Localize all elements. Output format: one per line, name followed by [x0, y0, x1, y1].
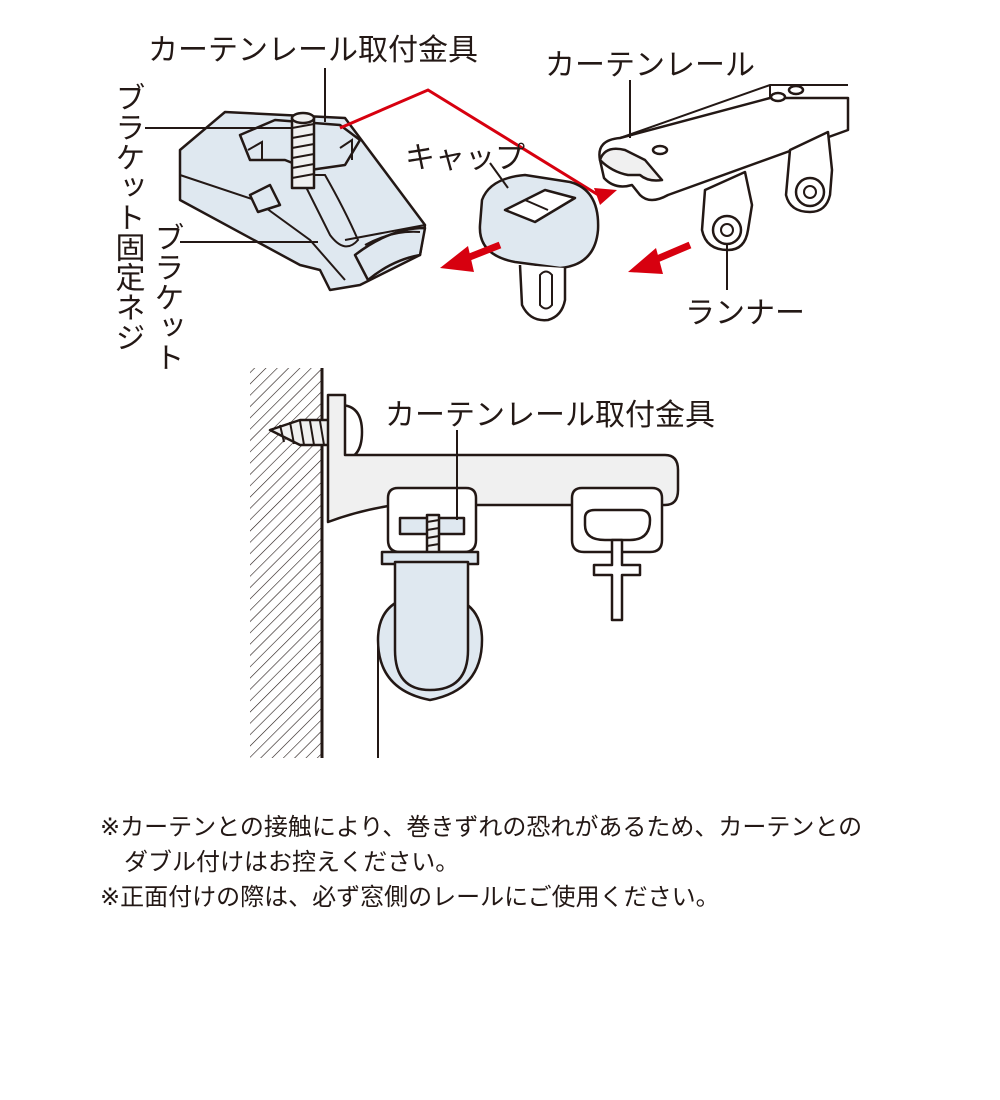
label-runner: ランナー — [685, 296, 805, 331]
runner-section — [376, 560, 484, 758]
inner-rail-section — [570, 486, 664, 622]
top-exploded-view: カーテンレール取付金具 ブラケット固定ネジ ブラケット キャップ — [110, 33, 850, 372]
note-line-2: ダブル付けはお控えください。 — [100, 848, 460, 876]
insert-arrowhead — [594, 188, 617, 205]
label-bracket-screw: ブラケット固定ネジ — [110, 82, 145, 352]
label-fitting-top: カーテンレール取付金具 — [148, 33, 478, 68]
fitting-section — [380, 486, 480, 566]
insert-guide-line — [339, 88, 601, 198]
label-bracket: ブラケット — [149, 222, 184, 372]
runner-front — [700, 170, 754, 252]
bottom-section-view: カーテンレール取付金具 — [250, 368, 715, 758]
label-cap: キャップ — [405, 141, 525, 176]
note-line-3: ※正面付けの際は、必ず窓側のレールにご使用ください。 — [100, 883, 720, 911]
bracket-assembly — [178, 110, 427, 292]
runner-back — [784, 130, 834, 214]
label-rail: カーテンレール — [545, 48, 755, 83]
rail-removal-arrow — [628, 241, 692, 274]
note-line-1: ※カーテンとの接触により、巻きずれの恐れがあるため、カーテンとの — [100, 813, 863, 841]
curtain-rail — [598, 80, 850, 202]
label-fitting-bottom: カーテンレール取付金具 — [385, 398, 715, 433]
cap-removal-arrow — [440, 241, 502, 272]
end-cap — [478, 162, 600, 322]
